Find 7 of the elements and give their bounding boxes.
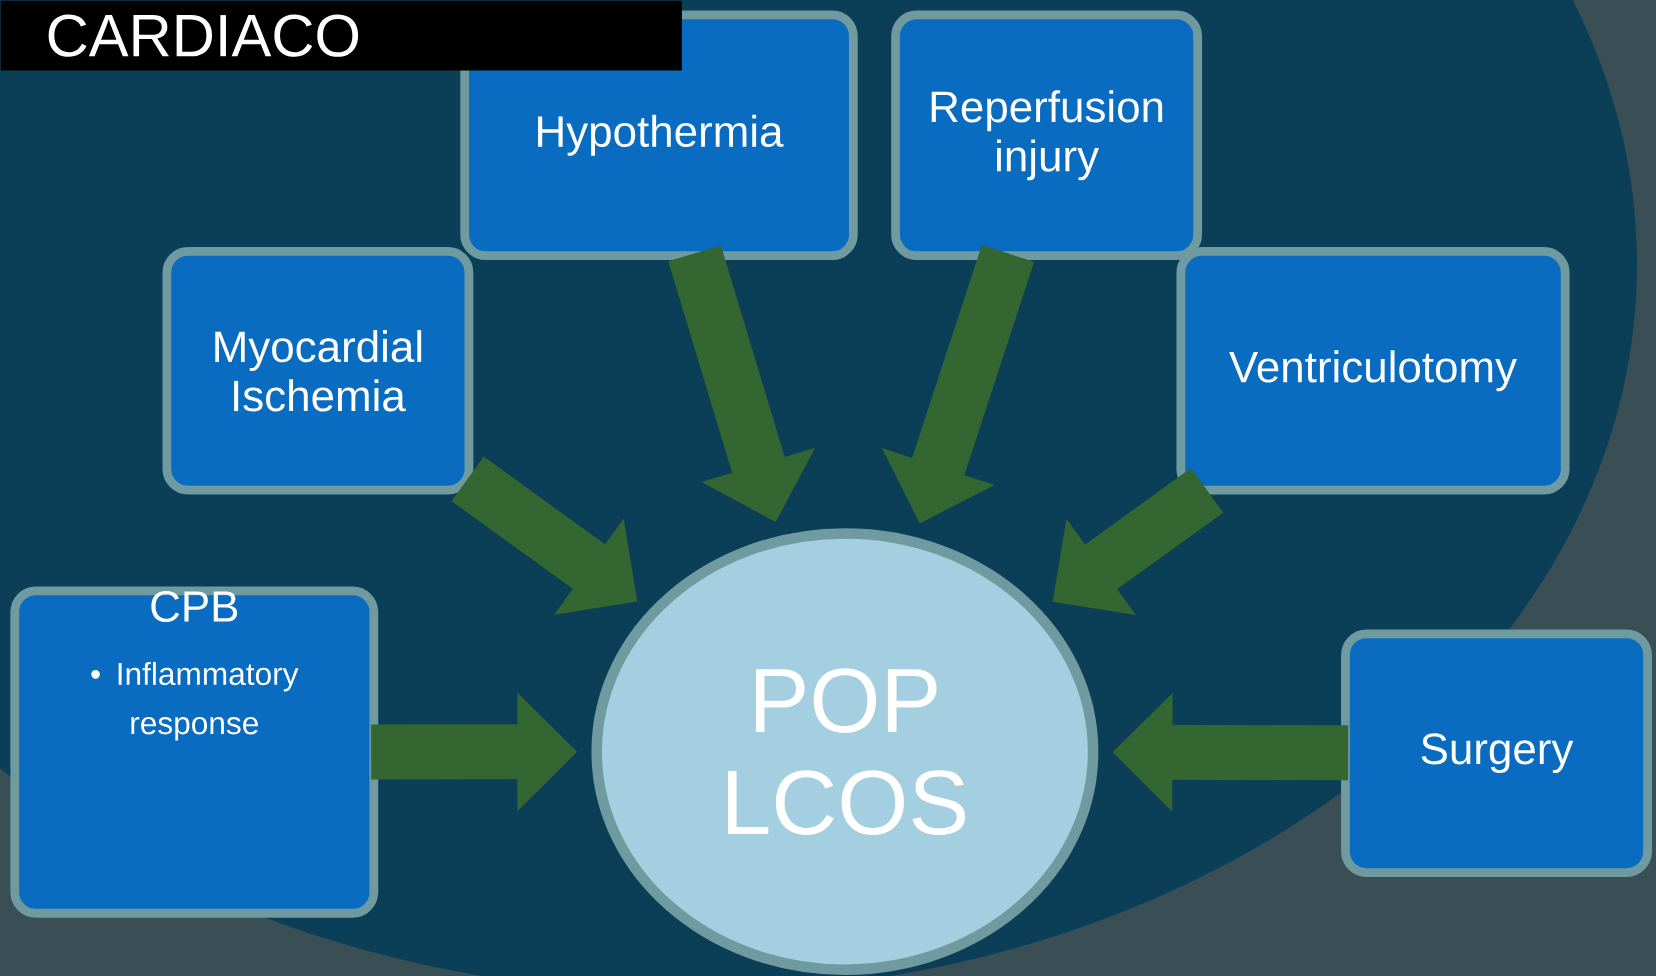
ellipse-node: POP LCOS xyxy=(591,528,1099,975)
process-box: CPB • Inflammatory response xyxy=(10,586,379,918)
process-box: Surgery xyxy=(1341,629,1652,877)
process-box: Myocardial Ischemia xyxy=(162,247,474,495)
title-banner: CARDIACO xyxy=(0,0,682,71)
process-box: Ventriculotomy xyxy=(1176,247,1570,495)
process-box: Reperfusion injury xyxy=(891,10,1203,261)
